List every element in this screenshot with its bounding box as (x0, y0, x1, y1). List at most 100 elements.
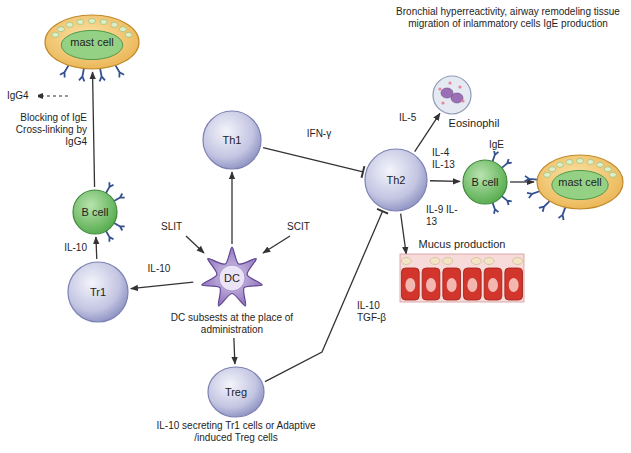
epithelium-ground (400, 254, 524, 302)
epithelial-cell (443, 268, 461, 300)
granule (597, 162, 604, 167)
cell-name: Eosinophil (439, 117, 509, 130)
mucus-droplet (484, 258, 494, 265)
cytokine-label: IL-5 (398, 112, 428, 124)
route-label: SCIT (286, 221, 318, 233)
cell-label: Treg (225, 386, 247, 399)
cell-nucleus (426, 278, 436, 292)
treg-cell: TregIL-10 secreting Tr1 cells or Adaptiv… (156, 366, 316, 444)
cell-caption: DC subsests at the place of administrati… (162, 312, 302, 336)
cell-body (208, 367, 264, 417)
cell-nucleus (488, 278, 498, 292)
mucus-droplet (471, 258, 481, 265)
epithelial-cell (464, 268, 482, 300)
granule (566, 159, 573, 164)
cell-body (202, 247, 262, 306)
cell-label: Th2 (387, 174, 406, 187)
antibody-symbol (79, 69, 84, 82)
eosinophil-shape (432, 75, 472, 115)
antibody-symbol (106, 231, 113, 242)
antibody-label: IgG4 (6, 90, 38, 102)
granule (587, 159, 594, 164)
dendritic-cell: DC DC subsests at the place of administra… (162, 246, 302, 336)
granule (125, 32, 132, 37)
cell-body (73, 190, 117, 234)
granule (66, 22, 73, 27)
cytokine-label: IL-9 IL-13 (425, 204, 459, 228)
pathway-arrow (93, 72, 95, 187)
mucus-droplet (513, 258, 523, 265)
igg4-release-arrow (36, 95, 68, 96)
antibody-symbol (493, 150, 499, 161)
antibody-symbol (60, 65, 69, 77)
granule (438, 87, 441, 90)
cell-nucleus (509, 278, 519, 292)
b-cell: B cell (72, 189, 118, 235)
airway-epithelium-drawing (400, 254, 524, 302)
cytokine-label: Blocking of IgE Cross-linking by IgG4 (4, 112, 88, 148)
cell-label: Th1 (223, 134, 242, 147)
antibody-symbol (502, 196, 512, 205)
b-cell-shape: B cell (72, 189, 118, 235)
granule (441, 101, 444, 104)
b-cell-shape: B cell (462, 159, 508, 205)
cell-body (433, 76, 471, 114)
antibody-label: IgE (488, 139, 512, 151)
cytokine-label: IL-10 (52, 242, 88, 254)
slit-arrow (186, 236, 204, 253)
cell-nucleus (61, 30, 122, 59)
antibody-symbol (114, 223, 125, 230)
cell-nucleus (552, 170, 608, 199)
cell-nucleus (405, 278, 415, 292)
cell-body (68, 262, 128, 322)
cell-label: Tr1 (90, 286, 106, 299)
th1-cell: Th1 (202, 110, 262, 170)
cytokine-label: IL-10 (140, 263, 178, 275)
cell-nucleus (219, 265, 245, 291)
effect-note: Bronchial hyperreactivity, airway remode… (388, 6, 628, 30)
antibody-symbol (106, 182, 113, 193)
tr1-cell: Tr1 (67, 261, 129, 323)
cell-body (463, 160, 507, 204)
eosinophil-drawing (432, 75, 472, 115)
pathway-arrow (234, 338, 235, 364)
cell-nucleus (467, 278, 477, 292)
cell-label: B cell (82, 206, 109, 219)
mucus-droplet (430, 258, 440, 265)
route-label: SLIT (160, 221, 190, 233)
granule (89, 19, 96, 24)
antibody-symbol (493, 203, 499, 214)
granule (544, 172, 551, 177)
th1-cell-shape: Th1 (202, 110, 262, 170)
granule (556, 162, 563, 167)
antibody-symbol (525, 176, 538, 181)
th2-cell: Th2 (364, 148, 428, 212)
pathway-arrow (95, 237, 97, 259)
airway-epithelium-shape (400, 254, 524, 302)
granule (461, 99, 464, 102)
granule (577, 159, 584, 164)
cell-label: B cell (472, 176, 499, 189)
cytokine-label: IL-10 TGF-β (356, 300, 396, 324)
cell-name: Mucus production (407, 238, 517, 251)
granule (100, 19, 107, 24)
epithelial-cell (402, 268, 420, 300)
antibody-symbol (539, 201, 550, 212)
cell-body (365, 149, 427, 211)
antibody-symbol (114, 194, 125, 201)
cell-body (203, 111, 261, 169)
epithelial-cell (505, 268, 523, 300)
granule (609, 172, 616, 177)
cytokine-label: IFN-γ (298, 128, 340, 140)
scit-arrow (263, 236, 290, 253)
granule (77, 19, 84, 24)
cell-nucleus (451, 93, 463, 103)
granule (119, 27, 126, 32)
pathway-arrow (510, 181, 534, 182)
inhibition-line (265, 211, 383, 381)
mast-cell: mast cell (44, 14, 140, 70)
inhibition-line (263, 148, 363, 172)
airway-epithelium: Mucus production (400, 238, 524, 302)
granule (458, 85, 461, 88)
cell-label: DC (224, 272, 240, 285)
